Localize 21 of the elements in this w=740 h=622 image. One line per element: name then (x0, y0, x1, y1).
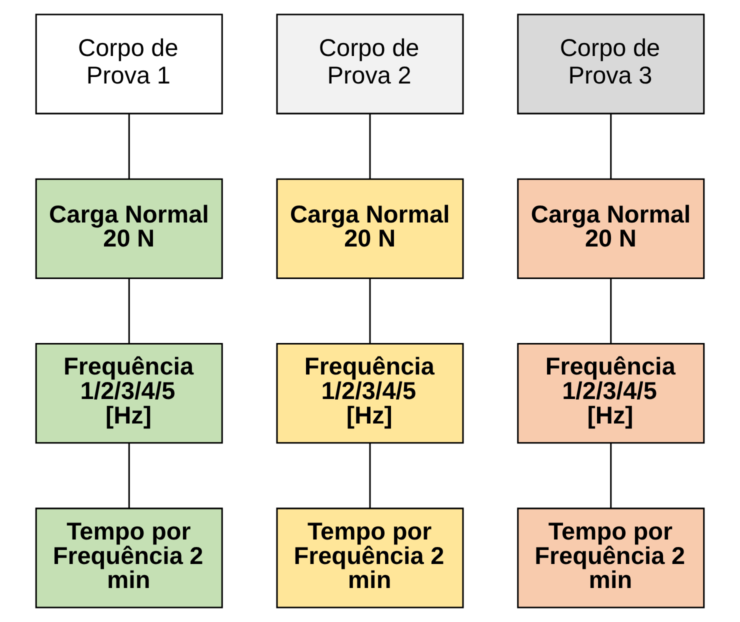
connector (128, 278, 130, 344)
node-box: Frequência 1/2/3/4/5 [Hz] (517, 343, 705, 444)
node-box: Corpo de Prova 2 (276, 14, 464, 114)
connector (369, 114, 371, 179)
node-box: Carga Normal 20 N (35, 178, 223, 279)
connector (128, 114, 130, 179)
connector (610, 278, 612, 344)
node-box: Tempo por Frequência 2 min (35, 508, 223, 608)
node-box: Frequência 1/2/3/4/5 [Hz] (35, 343, 223, 444)
node-box: Corpo de Prova 1 (35, 14, 223, 114)
node-box: Tempo por Frequência 2 min (517, 508, 705, 608)
connector (610, 114, 612, 179)
node-box: Tempo por Frequência 2 min (276, 508, 464, 608)
node-box: Carga Normal 20 N (276, 178, 464, 279)
connector (128, 442, 130, 508)
node-box: Corpo de Prova 3 (517, 14, 705, 114)
node-box: Frequência 1/2/3/4/5 [Hz] (276, 343, 464, 444)
connector (369, 278, 371, 344)
connector (369, 442, 371, 508)
node-box: Carga Normal 20 N (517, 178, 705, 279)
connector (610, 442, 612, 508)
